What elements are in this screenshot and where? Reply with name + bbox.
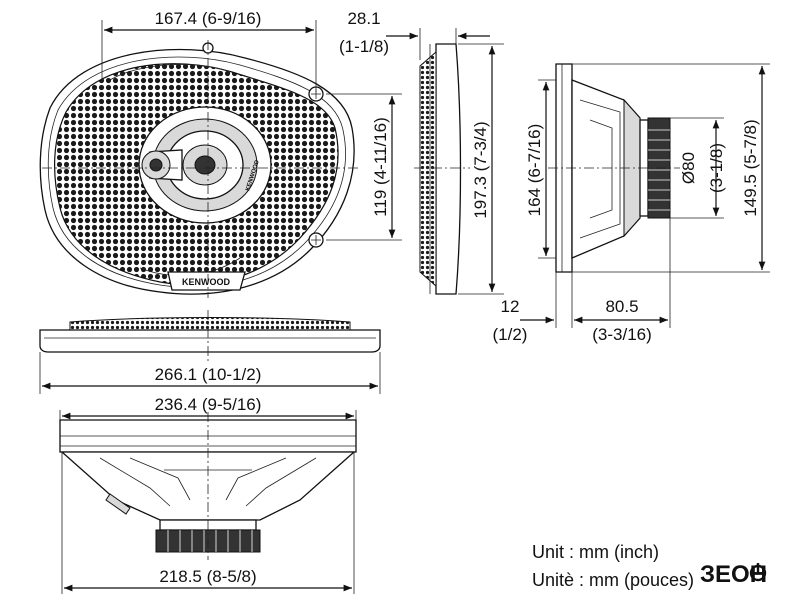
top-grille-mesh — [69, 317, 351, 331]
dim-mount-depth-frac: (3-3/16) — [592, 325, 652, 344]
basket-ring — [623, 98, 641, 238]
unit-legend: Unit : mm (inch) Unitè : mm (pouces) — [532, 542, 694, 590]
side-profile-dimensions: 28.1 (1-1/8) 197.3 (7-3/4) — [339, 9, 504, 295]
front-frame-inner — [47, 56, 346, 288]
dim-magnet-diameter-frac: (3-1/8) — [707, 143, 726, 193]
bottom-basket-dimensions: 236.4 (9-5/16) 218.5 (8-5/8) — [59, 395, 357, 594]
mount-hole-bottom — [308, 232, 324, 248]
front-dimensions: 167.4 (6-9/16) 119 (4-11/16) — [101, 9, 402, 241]
top-profile-dimensions: 266.1 (10-1/2) — [39, 352, 381, 394]
side-tweeter-dome — [149, 158, 163, 172]
dim-flange-frac: (1/2) — [493, 325, 528, 344]
dim-magnet-diameter-value: Ø80 — [679, 152, 698, 184]
side-grille-mesh — [419, 50, 437, 288]
tweeter-dome — [194, 155, 216, 175]
logo-plate — [167, 271, 246, 291]
dim-width-overall-label: 266.1 (10-1/2) — [155, 365, 262, 384]
bottom-basket-view — [59, 412, 357, 560]
dim-width-basket-label: 218.5 (8-5/8) — [159, 567, 256, 586]
power-icon — [749, 563, 767, 582]
dim-mount-depth-value: 80.5 — [605, 297, 638, 316]
side-frame — [435, 43, 462, 295]
dim-height-inner-label: 164 (6-7/16) — [525, 124, 544, 217]
dim-hole-spacing-label: 119 (4-11/16) — [371, 117, 390, 217]
watermark-logo: ЗЕОН — [700, 561, 767, 588]
unit-line-en: Unit : mm (inch) — [532, 542, 659, 562]
dim-height-overall-label: 197.3 (7-3/4) — [471, 121, 490, 218]
dim-height-outer-side-label: 149.5 (5-7/8) — [741, 119, 760, 216]
top-frame — [39, 329, 381, 353]
dim-depth-top-frac: (1-1/8) — [339, 37, 389, 56]
top-profile-view — [39, 310, 381, 362]
dim-width-cutout-label: 236.4 (9-5/16) — [155, 395, 262, 414]
dim-front-offset-label: 167.4 (6-9/16) — [155, 9, 262, 28]
unit-line-fr: Unitè : mm (pouces) — [532, 570, 694, 590]
front-view: KENWOOD KENWOOD — [39, 40, 360, 298]
side-profile-view — [414, 43, 470, 295]
magnet-ribs — [648, 129, 670, 211]
side-basket-view — [548, 63, 680, 273]
grille-logo-text: KENWOOD — [182, 277, 230, 287]
dim-depth-top-value: 28.1 — [347, 9, 380, 28]
dim-flange-value: 12 — [501, 297, 520, 316]
side-basket-dimensions: 164 (6-7/16) Ø80 (3-1/8) 149.5 (5-7/8) 1… — [493, 63, 770, 344]
